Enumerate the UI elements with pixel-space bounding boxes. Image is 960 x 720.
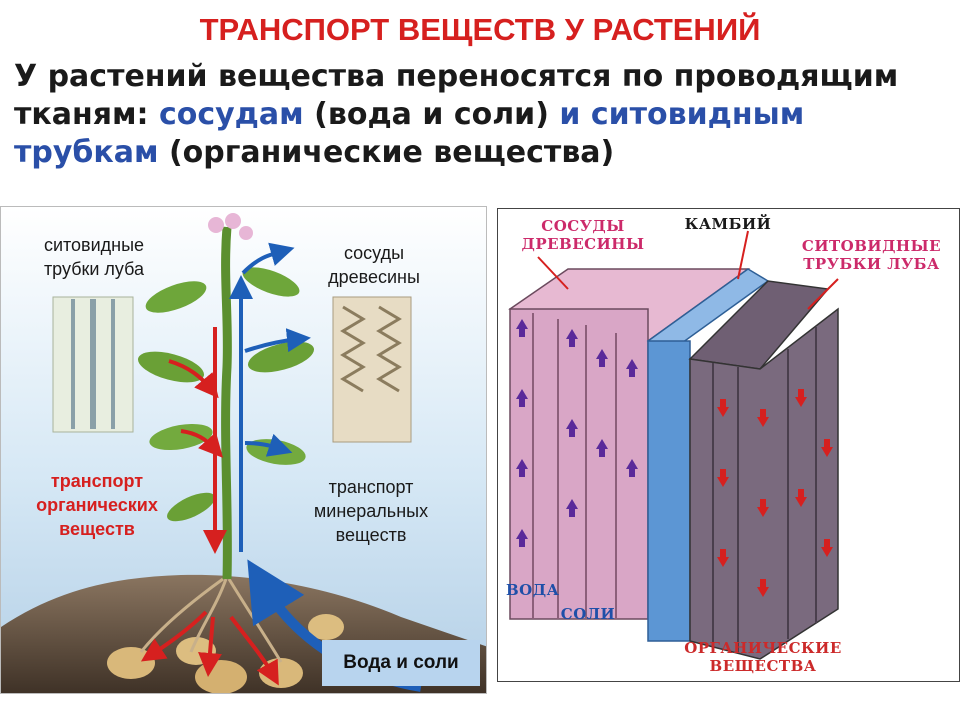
vessel-spiral <box>376 305 402 393</box>
plant-stem <box>221 226 232 580</box>
organic-transport-line-3: веществ <box>59 519 135 539</box>
vessels-label-line-1: сосуды <box>343 243 405 263</box>
organic-arrow <box>198 616 222 677</box>
water-up-arrow <box>516 389 528 407</box>
potato-tuber <box>308 614 344 640</box>
organic-arrow <box>168 359 219 399</box>
xylem-vessels-line-2: ДРЕВЕСИНЫ <box>521 235 645 253</box>
leaf <box>149 423 213 451</box>
intro-sieve-tubes: и ситовидным трубкам <box>14 97 805 170</box>
organic-transport-line-2: органических <box>36 495 158 515</box>
vessel-spiral <box>340 305 366 393</box>
intro-part-1: У растений вещества переносятся по прово… <box>14 59 899 132</box>
cambium-front <box>647 340 691 642</box>
organic-down-arrow <box>821 439 833 457</box>
organic-down-arrow <box>795 389 807 407</box>
water-up-arrow <box>516 459 528 477</box>
water-up-arrow <box>566 499 578 517</box>
leaf <box>167 492 215 522</box>
water-up-arrow <box>516 529 528 547</box>
organic-down-arrow <box>717 469 729 487</box>
mineral-transport-line-2: минеральных <box>313 501 429 521</box>
intro-part-2: (вода и соли) <box>303 97 560 132</box>
potato-tuber <box>195 660 247 693</box>
organic-arrow <box>180 429 224 458</box>
mineral-transport-line-3: веществ <box>335 525 407 545</box>
vessels-pointer <box>537 256 569 290</box>
intro-text: У растений вещества переносятся по прово… <box>14 58 954 172</box>
mineral-transport-line-1: транспорт <box>328 477 414 497</box>
intro-part-3: (органические вещества) <box>158 135 615 170</box>
mineral-transport-label: транспорт минеральных веществ <box>283 475 459 547</box>
potato-tuber <box>107 647 155 679</box>
phloem-sieve-tubes-label: СИТОВИДНЫЕ ТРУБКИ ЛУБА <box>784 237 959 273</box>
xylem-front <box>509 308 649 620</box>
water-salts-box: Вода и соли <box>322 640 480 686</box>
sieve-tubes-label-line-2: трубки луба <box>43 259 145 279</box>
leaf <box>137 351 205 383</box>
page-title: ТРАНСПОРТ ВЕЩЕСТВ У РАСТЕНИЙ <box>199 12 761 47</box>
organic-substances-line-1: ОРГАНИЧЕСКИЕ <box>684 639 842 657</box>
organic-down-arrow <box>717 549 729 567</box>
water-label: ВОДА <box>506 581 560 599</box>
tissue-illustration <box>508 230 839 660</box>
water-up-arrow <box>566 329 578 347</box>
phloem-sieve-tubes-line-1: СИТОВИДНЫЕ <box>801 237 942 255</box>
sieve-tubes-pointer <box>807 278 839 310</box>
water-up-arrows <box>516 319 638 547</box>
organic-substances-label: ОРГАНИЧЕСКИЕ ВЕЩЕСТВА <box>658 639 868 675</box>
vessels-label-line-2: древесины <box>328 267 420 287</box>
mineral-arrow <box>244 433 293 457</box>
organic-down-arrow <box>757 579 769 597</box>
xylem-vessels-line-1: СОСУДЫ <box>541 217 625 235</box>
phloem-sieve-tubes-line-2: ТРУБКИ ЛУБА <box>803 255 940 273</box>
organic-down-arrow <box>757 499 769 517</box>
sieve-tubes-label-line-1: ситовидные <box>43 235 145 255</box>
plant-diagram-panel: ситовидные трубки луба сосуды древесины … <box>0 206 487 694</box>
sieve-tubes-label: ситовидные трубки луба <box>9 233 179 281</box>
organic-down-arrows <box>717 389 833 597</box>
water-up-arrow <box>516 319 528 337</box>
cambium-pointer <box>737 230 749 280</box>
root <box>189 578 228 653</box>
mineral-arrow <box>241 242 295 275</box>
intro-vessels: сосудам <box>158 97 304 132</box>
organic-down-arrow <box>717 399 729 417</box>
mineral-arrow <box>244 328 311 353</box>
organic-down-arrow <box>757 409 769 427</box>
organic-transport-line-1: транспорт <box>50 471 144 491</box>
flower <box>225 213 241 229</box>
organic-substances-line-2: ВЕЩЕСТВА <box>709 657 817 675</box>
leaf <box>242 267 300 297</box>
xylem-vessels-label: СОСУДЫ ДРЕВЕСИНЫ <box>508 217 658 253</box>
organic-arrow <box>140 610 208 662</box>
water-up-arrow <box>626 459 638 477</box>
organic-transport-label: транспорт органических веществ <box>9 469 185 541</box>
cambium-label: КАМБИЙ <box>684 215 772 233</box>
flower <box>208 217 224 233</box>
tissue-diagram-panel: СОСУДЫ ДРЕВЕСИНЫ КАМБИЙ СИТОВИДНЫЕ ТРУБК… <box>497 208 960 682</box>
organic-down-arrow <box>795 489 807 507</box>
organic-arrow <box>229 615 279 686</box>
leaf <box>145 281 207 313</box>
water-up-arrow <box>596 439 608 457</box>
water-up-arrow <box>626 359 638 377</box>
organic-down-arrow <box>821 539 833 557</box>
water-up-arrow <box>566 419 578 437</box>
vessels-label: сосуды древесины <box>299 241 449 289</box>
salts-label: СОЛИ <box>560 605 616 623</box>
flower <box>239 226 253 240</box>
water-up-arrow <box>596 349 608 367</box>
